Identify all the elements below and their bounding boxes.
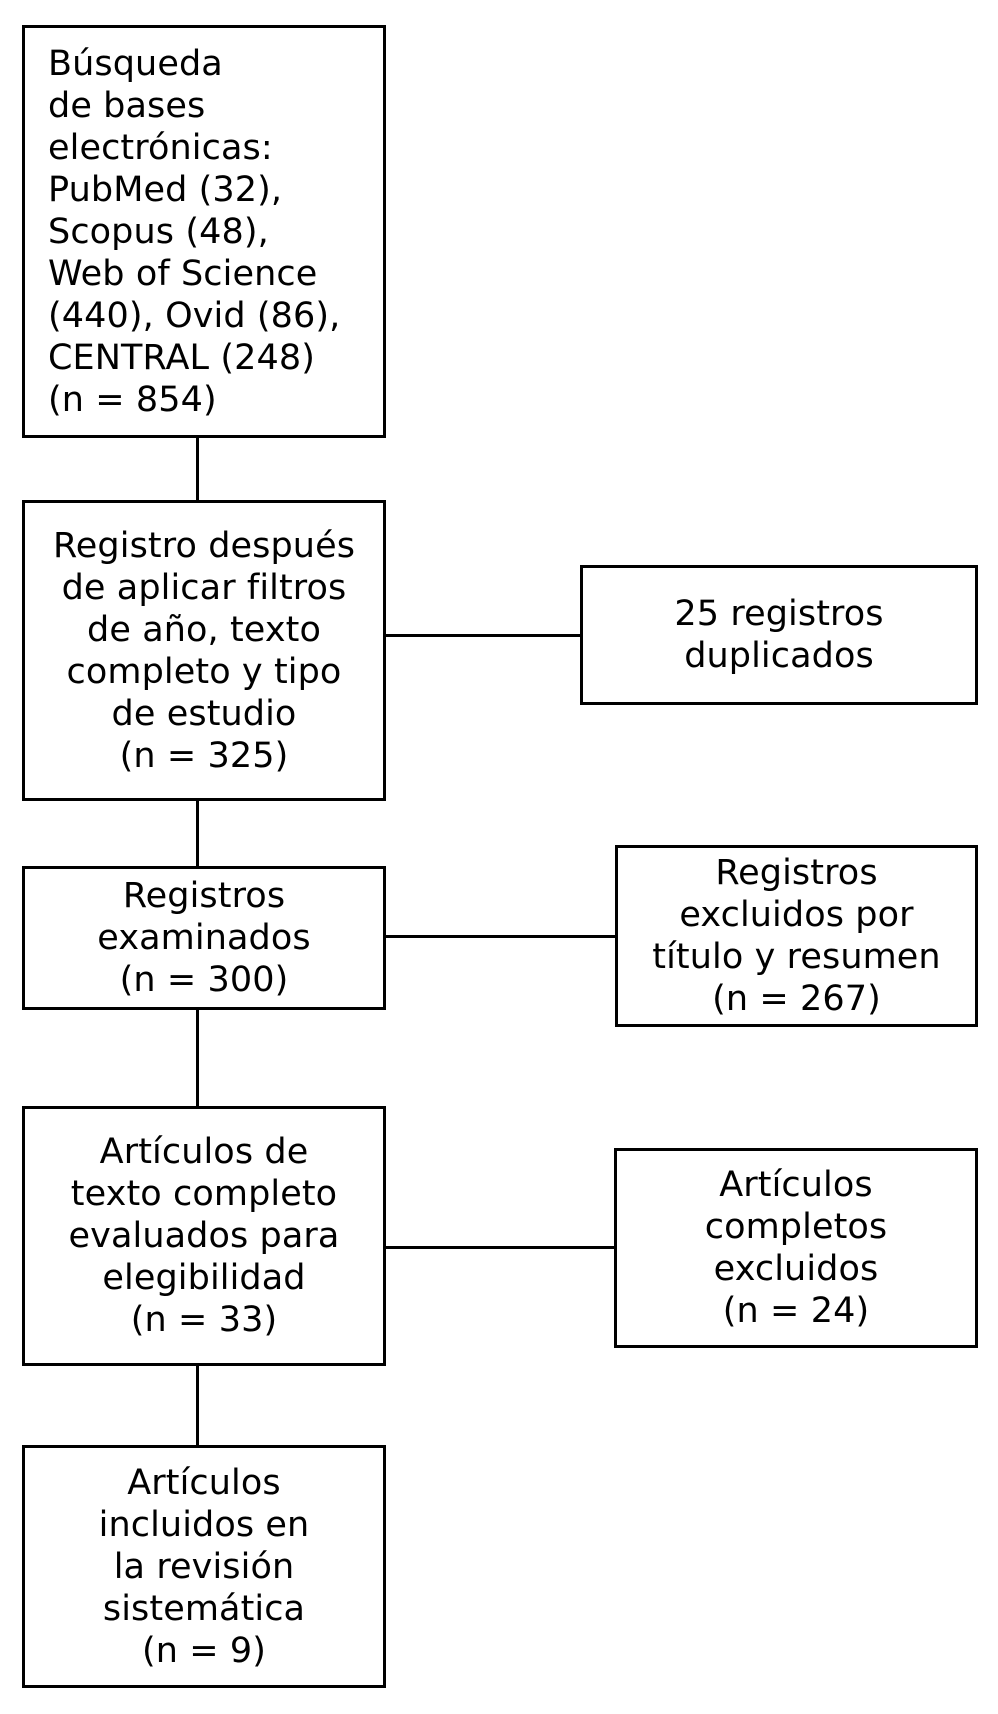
box-line: (n = 24) bbox=[722, 1291, 870, 1331]
box-line: evaluados para bbox=[68, 1216, 340, 1256]
box-line: duplicados bbox=[684, 636, 874, 676]
box-full-text-assessed-for-eligibility: Artículos de texto completo evaluados pa… bbox=[22, 1106, 386, 1366]
box-line: título y resumen bbox=[652, 937, 941, 977]
box-studies-included-in-review: Artículos incluidos en la revisión siste… bbox=[22, 1445, 386, 1688]
box-line: (n = 854) bbox=[48, 379, 217, 420]
connector-eligibility-to-included bbox=[196, 1366, 199, 1445]
box-records-after-filters: Registro después de aplicar filtros de a… bbox=[22, 500, 386, 801]
box-line: PubMed (32), bbox=[48, 169, 283, 210]
connector-eligibility-to-excluded-full bbox=[386, 1246, 614, 1249]
box-line: Artículos de bbox=[99, 1132, 309, 1172]
box-line: (n = 9) bbox=[141, 1630, 267, 1671]
box-line: (n = 325) bbox=[119, 735, 289, 776]
box-line: Búsqueda bbox=[48, 43, 223, 84]
connector-screened-to-excluded-title bbox=[386, 935, 615, 938]
box-database-search: Búsqueda de bases electrónicas: PubMed (… bbox=[22, 25, 386, 438]
box-line: excluidos por bbox=[679, 895, 914, 935]
box-line: sistemática bbox=[102, 1588, 306, 1629]
box-line: de estudio bbox=[111, 693, 297, 734]
box-line: Web of Science bbox=[48, 253, 318, 294]
box-line: (n = 300) bbox=[119, 960, 289, 1000]
box-records-excluded-title-abstract: Registros excluidos por título y resumen… bbox=[615, 845, 978, 1027]
box-records-screened: Registros examinados (n = 300) bbox=[22, 866, 386, 1010]
box-line: excluidos bbox=[713, 1249, 879, 1289]
box-duplicate-records: 25 registros duplicados bbox=[580, 565, 978, 705]
connector-filtered-to-duplicates bbox=[386, 634, 580, 637]
box-line: Registros bbox=[715, 853, 878, 893]
box-line: elegibilidad bbox=[102, 1258, 306, 1298]
box-line: texto completo bbox=[70, 1174, 338, 1214]
box-line: (n = 267) bbox=[712, 979, 881, 1019]
box-line: incluidos en bbox=[98, 1504, 310, 1545]
box-line: (440), Ovid (86), bbox=[48, 295, 341, 336]
connector-screened-to-eligibility bbox=[196, 1010, 199, 1106]
box-line: Artículos bbox=[127, 1462, 281, 1503]
box-line: de año, texto bbox=[87, 609, 321, 650]
box-line: de aplicar filtros bbox=[61, 567, 347, 608]
box-line: la revisión bbox=[113, 1546, 295, 1587]
connector-filtered-to-screened bbox=[196, 801, 199, 866]
box-line: Artículos bbox=[719, 1165, 873, 1205]
box-line: completos bbox=[704, 1207, 888, 1247]
box-line: Registro después bbox=[52, 525, 356, 566]
box-line: 25 registros bbox=[674, 594, 884, 634]
box-full-text-articles-excluded: Artículos completos excluidos (n = 24) bbox=[614, 1148, 978, 1348]
connector-search-to-filtered bbox=[196, 438, 199, 500]
box-line: examinados bbox=[97, 918, 311, 958]
box-line: electrónicas: bbox=[48, 127, 273, 168]
box-line: de bases bbox=[48, 85, 206, 126]
box-line: Registros bbox=[122, 876, 286, 916]
box-line: CENTRAL (248) bbox=[48, 337, 315, 378]
box-line: (n = 33) bbox=[130, 1300, 278, 1340]
box-line: Scopus (48), bbox=[48, 211, 269, 252]
box-line: completo y tipo bbox=[66, 651, 342, 692]
